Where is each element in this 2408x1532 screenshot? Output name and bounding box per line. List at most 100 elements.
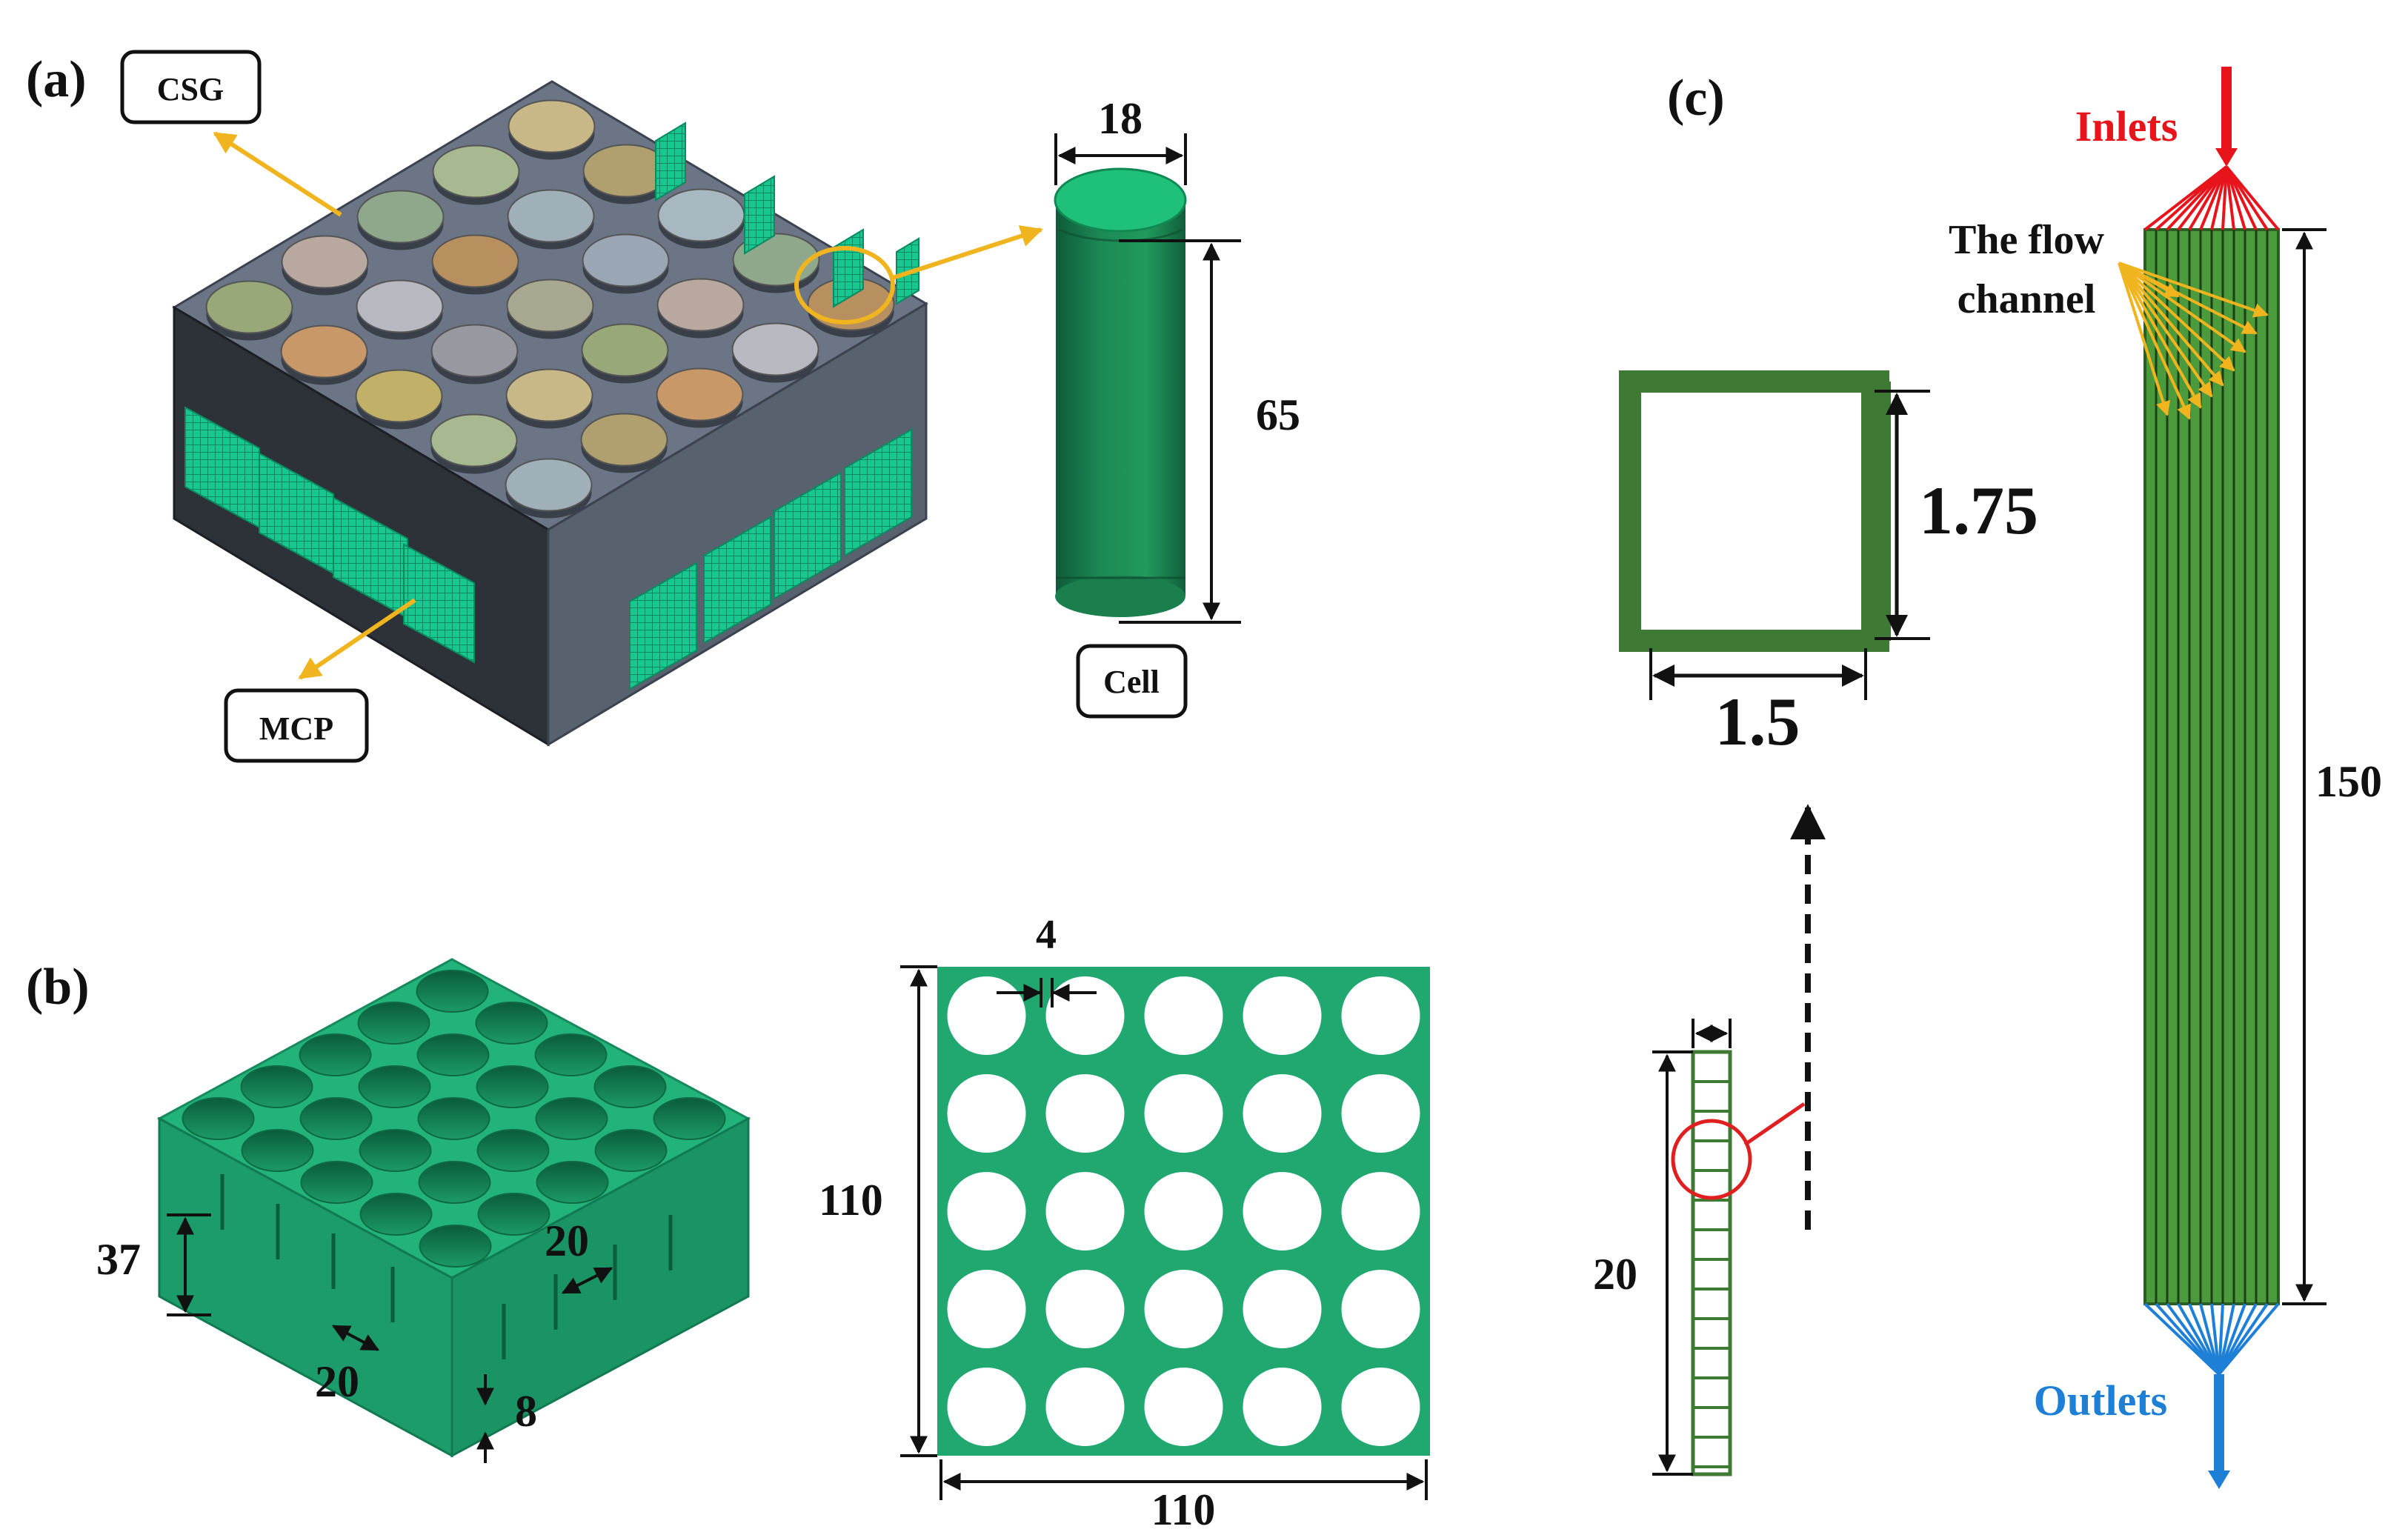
plate-hole bbox=[1341, 1172, 1420, 1250]
section-marker-circle bbox=[1671, 1119, 1752, 1200]
panel-c: (c) 1.75 1.5 20 bbox=[1593, 67, 2382, 1489]
outlet-branch bbox=[2218, 1302, 2280, 1376]
plate-hole bbox=[1243, 1172, 1322, 1250]
flow-pointer bbox=[2118, 262, 2213, 398]
outlet-branch bbox=[2210, 1303, 2221, 1375]
mcp-section-ladder bbox=[1691, 1050, 1732, 1476]
inlet-branch bbox=[2210, 166, 2228, 230]
block-hole bbox=[359, 1129, 432, 1172]
outlet-branch bbox=[2166, 1302, 2221, 1376]
inlet-manifold bbox=[2143, 165, 2280, 231]
slot-spacing-side-dim bbox=[561, 1267, 613, 1294]
block-hole bbox=[300, 1161, 373, 1204]
plate-hole bbox=[1341, 976, 1420, 1055]
plate-hole bbox=[1341, 1074, 1420, 1153]
cell-top bbox=[1054, 167, 1187, 233]
flow-channel-pointers bbox=[2118, 262, 2269, 420]
block-hole bbox=[416, 970, 489, 1013]
flow-pointer bbox=[2118, 262, 2235, 372]
csg-plate-holes bbox=[947, 976, 1420, 1446]
flow-pointer bbox=[2118, 262, 2202, 409]
outlet-branch bbox=[2199, 1303, 2221, 1375]
cell-label: Cell bbox=[1103, 664, 1160, 700]
inlets-label: Inlets bbox=[2075, 102, 2178, 150]
mcp-plates-left-face bbox=[184, 406, 475, 664]
cell-top bbox=[505, 458, 593, 512]
channel-cross-section bbox=[1619, 370, 1889, 652]
panel-b: (b) 37 20 20 8 bbox=[26, 912, 1430, 1532]
inlet-branch bbox=[2177, 165, 2228, 231]
block-hole bbox=[476, 1065, 549, 1108]
plate-width-value: 110 bbox=[1151, 1485, 1216, 1532]
single-cell bbox=[1054, 167, 1187, 617]
outlet-branch bbox=[2188, 1303, 2221, 1375]
plate-hole bbox=[1144, 1368, 1223, 1446]
block-hole bbox=[358, 1065, 431, 1108]
csg-block-slots bbox=[220, 1174, 673, 1359]
cell-leader bbox=[892, 225, 1043, 280]
cell-body bbox=[1056, 200, 1185, 596]
cell-diameter-value: 18 bbox=[1098, 94, 1143, 143]
csg-leader bbox=[213, 131, 342, 217]
block-hole bbox=[416, 1033, 490, 1076]
panel-a-label: (a) bbox=[26, 51, 87, 108]
plate-hole bbox=[1243, 1368, 1322, 1446]
plate-hole bbox=[1045, 1270, 1125, 1348]
cell-top bbox=[430, 413, 518, 467]
flow-pointer bbox=[2118, 262, 2224, 387]
block-hole bbox=[299, 1097, 373, 1140]
slot-spacing-front-value: 20 bbox=[315, 1357, 359, 1406]
plate-hole bbox=[947, 976, 1026, 1055]
mcp-section-height-value: 20 bbox=[1593, 1250, 1637, 1299]
block-hole bbox=[536, 1161, 609, 1204]
cell-top bbox=[656, 278, 745, 332]
flow-pointer bbox=[2118, 262, 2246, 353]
panel-a: (a) CSG bbox=[26, 50, 1300, 763]
plate-hole bbox=[947, 1074, 1026, 1153]
hole-gap-value: 4 bbox=[1036, 912, 1057, 958]
cell-top bbox=[582, 233, 670, 287]
cell-bottom bbox=[1055, 576, 1185, 617]
channel-height-value: 1.75 bbox=[1919, 473, 2038, 548]
mcp-leader bbox=[298, 598, 416, 680]
block-hole bbox=[359, 1193, 433, 1236]
plate-hole bbox=[1144, 1074, 1223, 1153]
outlet-manifold bbox=[2143, 1302, 2280, 1376]
flow-pointer bbox=[2118, 262, 2269, 318]
cell-height-value: 65 bbox=[1256, 390, 1300, 439]
plate-hole bbox=[1144, 976, 1223, 1055]
block-hole bbox=[241, 1129, 314, 1172]
block-hole bbox=[417, 1097, 490, 1140]
inlet-branch bbox=[2225, 166, 2235, 230]
outlet-branch bbox=[2218, 1303, 2246, 1375]
block-hole bbox=[476, 1129, 550, 1172]
outlet-branch bbox=[2155, 1302, 2221, 1376]
cell-top bbox=[507, 189, 595, 243]
plate-hole bbox=[1045, 976, 1125, 1055]
block-hole bbox=[240, 1065, 313, 1108]
plate-hole bbox=[1243, 1074, 1322, 1153]
block-hole bbox=[535, 1097, 608, 1140]
mcp-plates-top-edge bbox=[655, 121, 919, 308]
cell-top bbox=[580, 413, 668, 467]
panel-b-label: (b) bbox=[26, 959, 90, 1016]
csg-label: CSG bbox=[157, 71, 224, 107]
block-height-value: 37 bbox=[96, 1235, 141, 1284]
plate-hole bbox=[1045, 1172, 1125, 1250]
outlets-label: Outlets bbox=[2034, 1376, 2167, 1425]
block-hole bbox=[593, 1065, 667, 1108]
block-hole bbox=[419, 1225, 492, 1268]
mcp-plates-right-face bbox=[629, 428, 912, 690]
outlet-branch bbox=[2218, 1303, 2258, 1375]
block-hole bbox=[357, 1002, 430, 1045]
plate-hole bbox=[1341, 1270, 1420, 1348]
plate-hole bbox=[947, 1172, 1026, 1250]
cell-top bbox=[280, 324, 368, 379]
plate-hole bbox=[1341, 1368, 1420, 1446]
cell-top bbox=[432, 144, 520, 199]
cell-top bbox=[505, 368, 593, 422]
cell-top bbox=[508, 99, 596, 153]
slot-spacing-front-dim bbox=[331, 1325, 380, 1351]
cell-top bbox=[356, 190, 445, 244]
